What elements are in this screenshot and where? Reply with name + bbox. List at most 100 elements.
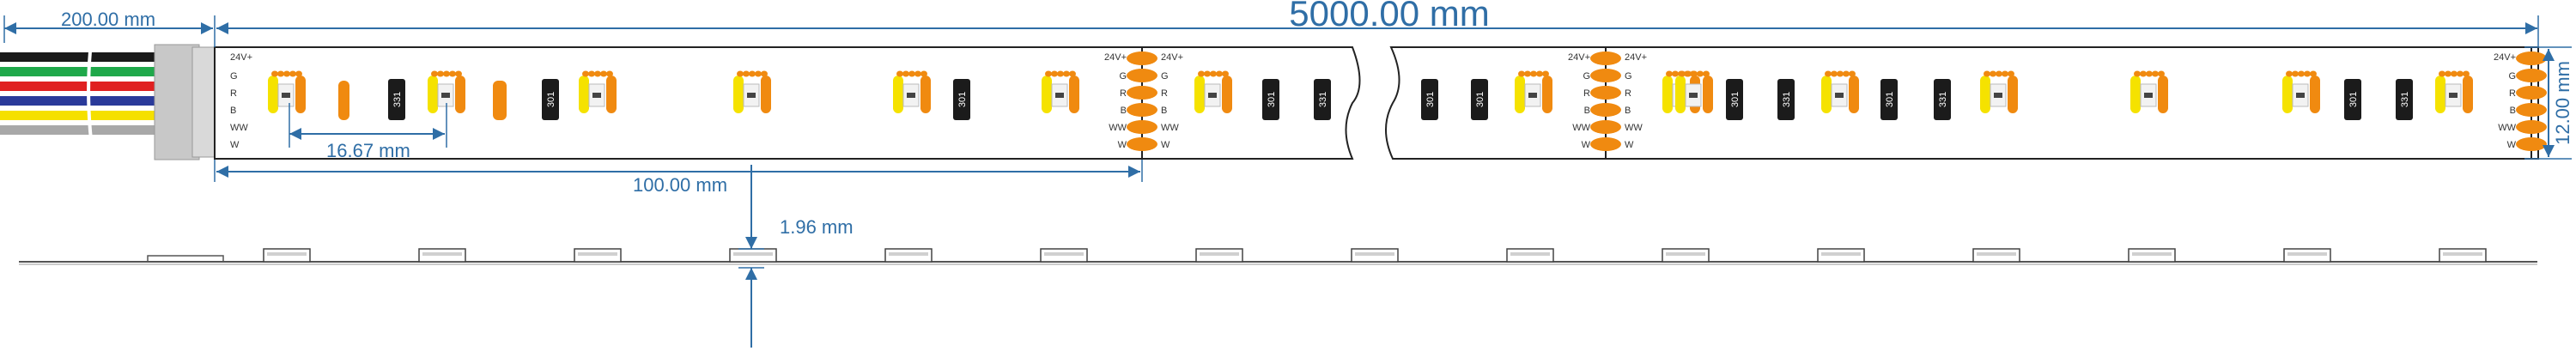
side-led-chip-top (1044, 252, 1084, 256)
led-chip-pad (761, 76, 771, 113)
resistor: 301 (1262, 79, 1279, 120)
led-chip (2130, 70, 2168, 113)
led-chip-pad (1849, 76, 1859, 113)
led-chip-contact (2002, 70, 2008, 77)
led-chip-contact (600, 70, 607, 77)
side-led-chip-top (889, 252, 928, 256)
pad-pin-label: R (1583, 88, 1590, 99)
led-chip-contact (437, 70, 444, 77)
dim-thickness: 1.96 mm (780, 216, 854, 238)
led-chip-pad (455, 76, 465, 113)
strip-outline-right (1385, 46, 2539, 160)
resistor-body (1421, 79, 1438, 120)
led-chip-contact (1222, 70, 1229, 77)
side-led-chip-top (422, 252, 462, 256)
solder-pad (2516, 103, 2547, 117)
led-chip-yellow (1194, 76, 1205, 113)
led-chip-contact (1530, 70, 1537, 77)
solder-pad (1127, 103, 1157, 117)
led-chip (2435, 70, 2473, 113)
led-chip-pad (2008, 76, 2018, 113)
side-led-chip-top (578, 252, 617, 256)
led-chip-die (1055, 93, 1064, 98)
pad-pin-label: W (1625, 140, 1634, 150)
solder-pad (2516, 51, 2547, 65)
led-chip-contact (902, 70, 909, 77)
led-chip (1821, 70, 1859, 113)
resistor-code: 301 (2348, 92, 2359, 107)
led-chip-pad (2463, 76, 2473, 113)
led-chip-contact (1518, 70, 1525, 77)
pad-pin-label: W (1161, 140, 1170, 150)
side-led-chip-top (1821, 252, 1861, 256)
led-chip-contact (908, 70, 915, 77)
resistor-code: 331 (392, 92, 403, 107)
resistor-body (388, 79, 405, 120)
led-chip (1042, 70, 1079, 113)
led-chip-contact (1045, 70, 1052, 77)
led-chip-contact (1837, 70, 1844, 77)
wire-connector (154, 44, 200, 160)
led-chip-pad (1069, 76, 1079, 113)
pad-pin-label: WW (1109, 123, 1127, 133)
led-chip-die (1994, 93, 2002, 98)
led-chip-contact (2463, 70, 2470, 77)
led-chip (733, 70, 771, 113)
led-chip-contact (283, 70, 290, 77)
led-chip-yellow (733, 76, 744, 113)
led-chip-contact (761, 70, 768, 77)
resistor-body (2344, 79, 2361, 120)
resistor-code: 301 (1730, 92, 1741, 107)
capacitor (493, 81, 504, 120)
led-chip-die (2296, 93, 2305, 98)
led-chip-pad (2310, 76, 2320, 113)
led-chip-die (282, 93, 290, 98)
led-chip-contact (896, 70, 903, 77)
led-chip-contact (295, 70, 302, 77)
led-chip (1980, 70, 2018, 113)
led-chip (428, 70, 465, 113)
strip-outline-left (214, 46, 1361, 160)
led-chip-yellow (1662, 76, 1673, 113)
pad-pin-label: B (1584, 106, 1590, 116)
pad-pin-label: WW (230, 123, 248, 133)
solder-pad (1590, 120, 1621, 134)
led-chip-contact (2457, 70, 2464, 77)
dim-cut-unit: 100.00 mm (633, 174, 727, 196)
led-chip-contact (1843, 70, 1850, 77)
resistor: 331 (1777, 79, 1795, 120)
led-chip-pad (2158, 76, 2168, 113)
pad-pin-label: W (230, 140, 240, 150)
led-chip-contact (2298, 70, 2305, 77)
led-chip-contact (1536, 70, 1543, 77)
pad-pin-label: WW (1161, 123, 1179, 133)
solder-pad-group (1590, 47, 1621, 159)
pad-pin-label: R (230, 88, 237, 99)
led-chip-contact (1063, 70, 1070, 77)
dim-cable-length: 200.00 mm (61, 9, 155, 30)
resistor-code: 301 (1425, 92, 1436, 107)
dim-led-pitch: 16.67 mm (326, 140, 410, 161)
pad-voltage-label: 24V+ (230, 52, 252, 63)
led-chip-contact (2134, 70, 2141, 77)
led-chip-contact (606, 70, 613, 77)
side-led-chip-top (1510, 252, 1550, 256)
led-chip-contact (1666, 70, 1673, 77)
cable-wires (0, 51, 159, 155)
side-profile-leds (263, 248, 2487, 263)
led-chip (2282, 70, 2320, 113)
side-led-chip-top (2287, 252, 2327, 256)
pad-pin-label: W (1582, 140, 1591, 150)
led-chip-contact (449, 70, 456, 77)
pad-pin-label: B (1161, 106, 1167, 116)
led-chip-contact (443, 70, 450, 77)
led-chip-contact (2445, 70, 2451, 77)
resistor-body (1726, 79, 1743, 120)
led-chip-contact (2304, 70, 2311, 77)
led-chip-contact (1210, 70, 1217, 77)
led-chip-contact (1996, 70, 2002, 77)
led-chip-contact (920, 70, 927, 77)
resistor-body (1471, 79, 1488, 120)
pad-pin-label: G (230, 71, 238, 82)
